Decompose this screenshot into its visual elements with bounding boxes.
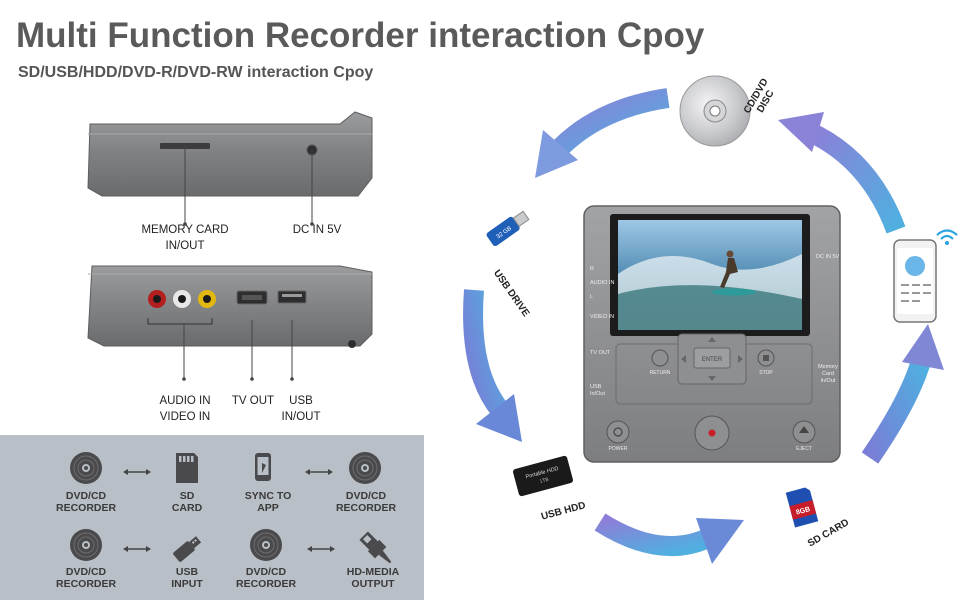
svg-text:STOP: STOP <box>759 370 773 376</box>
recorder-side-view-top <box>87 111 373 197</box>
recorder-l-label: L <box>590 294 594 300</box>
svg-text:ENTER: ENTER <box>702 357 723 363</box>
tv-out-label: TV OUT <box>231 395 275 407</box>
dvd-recorder-icon <box>249 528 283 562</box>
recorder-tv-out-label: TV OUT <box>590 350 611 356</box>
rca-jack-red <box>148 290 166 308</box>
rca-jack-white <box>173 290 191 308</box>
callout-lines-bottom <box>182 320 294 381</box>
usb-stick-icon <box>173 536 202 562</box>
svg-text:8GB: 8GB <box>795 506 811 516</box>
usb-hdd-icon: Portable HDD 1TB <box>513 455 573 497</box>
dvd-recorder-icon <box>348 451 382 485</box>
svg-text:1TB: 1TB <box>539 477 550 485</box>
audio-video-in-label: AUDIO IN VIDEO IN <box>159 395 211 423</box>
recorder-front-view: ENTER POWER EJECT RETURN STOP <box>583 205 841 463</box>
svg-text:EJECT: EJECT <box>796 446 812 452</box>
dvd-recorder-icon <box>69 451 103 485</box>
dvd-recorder-icon <box>69 528 103 562</box>
phone-sync-icon <box>255 453 271 481</box>
recorder-audio-in-label: AUDIO IN <box>590 280 615 286</box>
usb-in-out-label: USB IN/OUT <box>281 395 321 423</box>
svg-text:RETURN: RETURN <box>650 370 671 376</box>
recorder-video-in-label: VIDEO IN <box>590 314 615 320</box>
svg-text:POWER: POWER <box>609 446 628 452</box>
cd-dvd-disc-icon <box>679 75 751 147</box>
interaction-cycle-arrows <box>463 88 944 564</box>
callout-lines-top <box>183 145 314 226</box>
memory-card-label: MEMORY CARD IN/OUT <box>141 224 229 252</box>
wifi-icon <box>936 229 958 245</box>
recorder-r-label: R <box>590 266 594 272</box>
rca-jack-yellow <box>198 290 216 308</box>
page-subtitle: SD/USB/HDD/DVD-R/DVD-RW interaction Cpoy <box>18 64 374 81</box>
recorder-side-view-bottom <box>87 265 373 348</box>
hdmi-cable-icon <box>359 531 392 564</box>
dc-in-label: DC IN 5V <box>292 224 342 236</box>
smartphone-icon <box>893 239 937 323</box>
compatibility-icons <box>69 451 392 564</box>
sd-card-icon <box>176 453 198 483</box>
recorder-dc-in-label: DC IN 5V <box>816 254 840 260</box>
sd-card-icon: 8GB <box>785 487 819 528</box>
page-title: Multi Function Recorder interaction Cpoy <box>16 16 705 55</box>
usb-drive-icon: 32 GB <box>486 210 530 246</box>
